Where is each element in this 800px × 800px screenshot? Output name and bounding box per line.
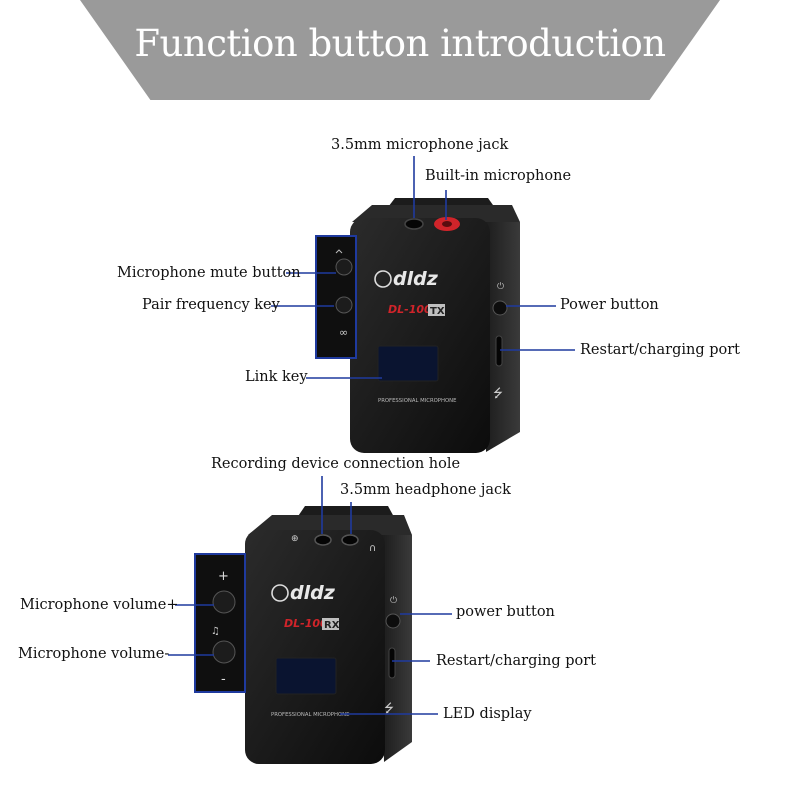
rx-display [275,657,337,695]
tx-mute-button[interactable] [335,258,353,276]
rx-bottom-text: PROFESSIONAL MICROPHONE [271,712,350,718]
tx-model-badge: TX [430,306,445,317]
tx-usb-port [495,335,503,367]
tx-model: DL-100 [388,303,432,316]
tx-side-inset: ∞ [315,235,357,359]
tx-brand: dldz [393,268,439,290]
rx-leader-lines [168,476,452,715]
rx-power-button[interactable] [385,613,401,629]
rx-mic-symbol-icon: ⊕ [291,534,299,544]
tx-bottom-text: PROFESSIONAL MICROPHONE [378,398,457,404]
label-mic-jack: 3.5mm microphone jack [331,137,509,153]
rx-rec-hole [314,534,332,546]
rx-device: ⊕ ∩ dldz DL-100 RX PROFESSIONAL MICROPHO… [245,506,412,764]
label-headphone-jack: 3.5mm headphone jack [340,482,511,498]
label-led-display: LED display [443,706,532,722]
rx-plus-mark: + [218,569,229,584]
rx-model-badge: RX [324,620,340,631]
label-power-button: Power button [560,297,659,313]
tx-power-button[interactable] [492,300,508,316]
label-rec-hole: Recording device connection hole [211,456,461,472]
tx-power-icon: ⏻ [497,281,504,292]
rx-model: DL-100 [284,617,328,630]
rx-mic-icon: ♫ [211,626,220,637]
tx-display [377,345,439,382]
label-builtin-mic: Built-in microphone [425,168,572,184]
rx-usb-icon: ⭍ [384,701,394,715]
label-volume-minus: Microphone volume- [18,646,170,662]
label-pair-key: Pair frequency key [142,297,280,313]
tx-usb-icon: ⭍ [493,386,503,400]
rx-logo-icon [271,584,289,602]
tx-leader-lines [271,156,575,379]
label-rx-charging-port: Restart/charging port [436,653,597,669]
rx-volume-plus-button[interactable] [212,590,236,614]
label-mute-button: Microphone mute button [117,265,301,281]
rx-power-icon: ⏻ [390,595,397,606]
label-volume-plus: Microphone volume+ [20,597,179,613]
tx-logo-icon [374,270,392,288]
rx-side-inset: + ♫ - [194,553,246,693]
rx-headphone-jack [341,534,359,546]
label-link-key: Link key [245,369,308,385]
page-title: Function button introduction [134,22,666,65]
tx-pair-button[interactable] [335,296,353,314]
rx-brand: dldz [290,582,336,604]
tx-mic-jack [404,218,424,230]
rx-headphone-icon: ∩ [369,543,376,554]
tx-link-icon: ∞ [339,326,348,339]
label-rx-power-button: power button [456,604,555,620]
rx-minus-mark: - [221,672,226,687]
header-banner [80,0,720,100]
rx-volume-minus-button[interactable] [212,640,236,664]
tx-mute-symbol-icon [335,249,343,254]
rx-usb-port [388,647,396,679]
label-charging-port: Restart/charging port [580,342,741,358]
tx-device: dldz DL-100 TX PROFESSIONAL MICROPHONE ⏻… [350,198,520,453]
